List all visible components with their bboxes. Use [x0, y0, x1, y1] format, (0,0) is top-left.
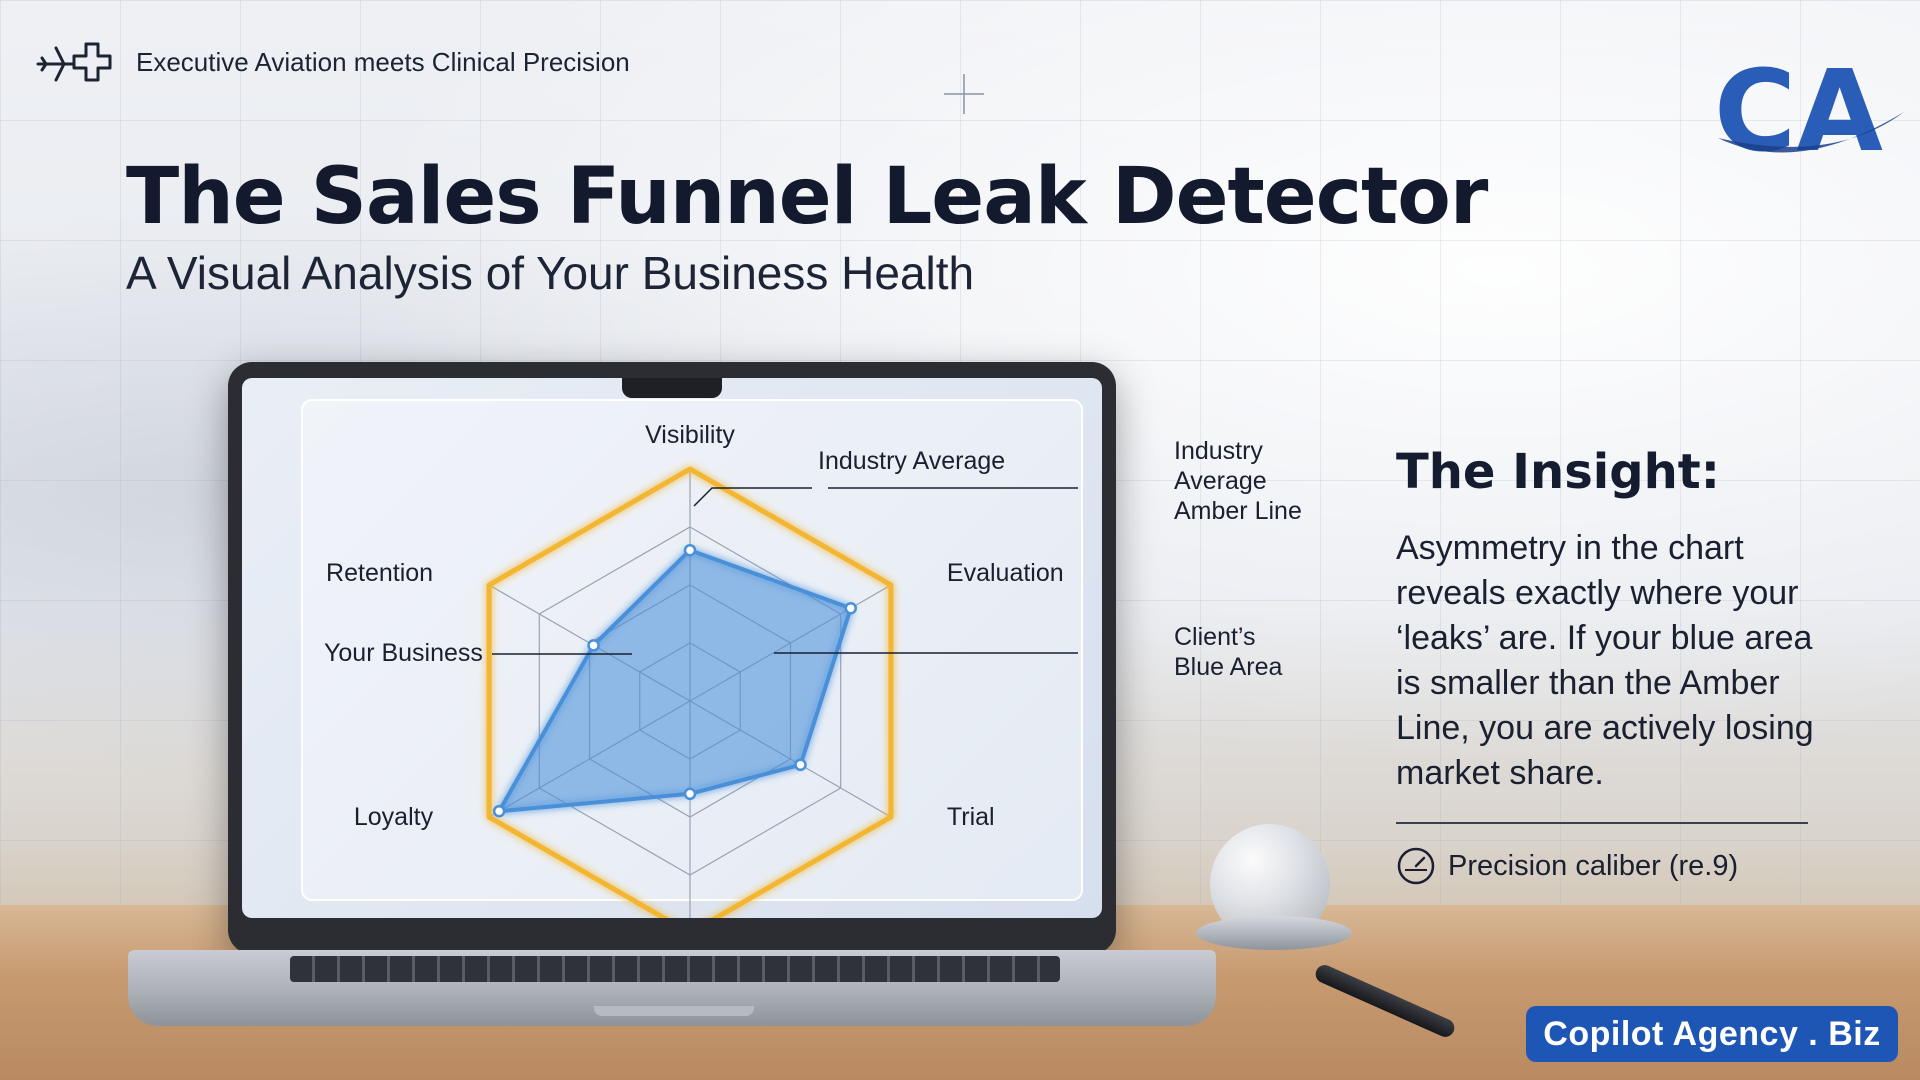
- radar-chart: VisibilityEvaluationTrialAdoptionLoyalty…: [301, 399, 1083, 918]
- business-point-visibility: [683, 543, 697, 557]
- industry-average-polygon: [486, 466, 894, 918]
- callout-industry-arrow: [693, 487, 812, 507]
- business-point-retention: [587, 639, 600, 652]
- globe-stand: [1196, 916, 1352, 950]
- insight-divider: [1396, 822, 1808, 824]
- blue-label-line-1: Client’s: [1174, 623, 1256, 651]
- caliber-text: Precision caliber (re.9): [1448, 849, 1739, 882]
- axis-label-trial: Trial: [947, 803, 995, 831]
- plane-cross-icon: [36, 42, 112, 82]
- business-point-adoption: [683, 787, 697, 801]
- gauge-icon: [1397, 847, 1435, 885]
- insight-title: The Insight:: [1396, 444, 1720, 500]
- amber-label-line-3: Amber Line: [1174, 497, 1302, 525]
- logo-text: CA: [1714, 50, 1883, 170]
- blue-label-line-2: Blue Area: [1174, 653, 1283, 681]
- radar-series: [486, 466, 894, 918]
- callout-your-business: Your Business: [324, 639, 483, 667]
- axis-label-retention: Retention: [326, 559, 433, 587]
- insight-body: Asymmetry in the chart reveals exactly w…: [1396, 529, 1814, 792]
- ca-logo: CA: [1714, 50, 1904, 170]
- blue-area-label: Client’s Blue Area: [1174, 622, 1282, 682]
- brand-tagline: Executive Aviation meets Clinical Precis…: [34, 38, 630, 86]
- precision-caliber: Precision caliber (re.9): [1396, 846, 1738, 886]
- camera-notch: [622, 378, 722, 398]
- laptop-lip: [594, 1006, 754, 1016]
- axis-label-visibility: Visibility: [645, 421, 735, 449]
- page-title: The Sales Funnel Leak Detector: [126, 152, 1488, 242]
- axis-label-loyalty: Loyalty: [354, 803, 434, 831]
- business-point-loyalty: [492, 804, 506, 818]
- business-point-evaluation: [844, 601, 857, 615]
- amber-label-line-1: Industry: [1174, 437, 1263, 465]
- laptop-keyboard: [290, 956, 1060, 982]
- page-subtitle: A Visual Analysis of Your Business Healt…: [126, 247, 975, 299]
- axis-label-evaluation: Evaluation: [947, 559, 1064, 587]
- amber-line-label: Industry Average Amber Line: [1174, 436, 1302, 526]
- crosshair-icon: [944, 74, 984, 114]
- copilot-agency-badge[interactable]: Copilot Agency . Biz: [1526, 1006, 1898, 1062]
- amber-label-line-2: Average: [1174, 467, 1267, 495]
- business-point-trial: [794, 758, 807, 772]
- callout-industry-average: Industry Average: [818, 447, 1005, 475]
- radar-axis-labels: VisibilityEvaluationTrialAdoptionLoyalty…: [326, 421, 1064, 831]
- tagline-text: Executive Aviation meets Clinical Precis…: [136, 46, 630, 77]
